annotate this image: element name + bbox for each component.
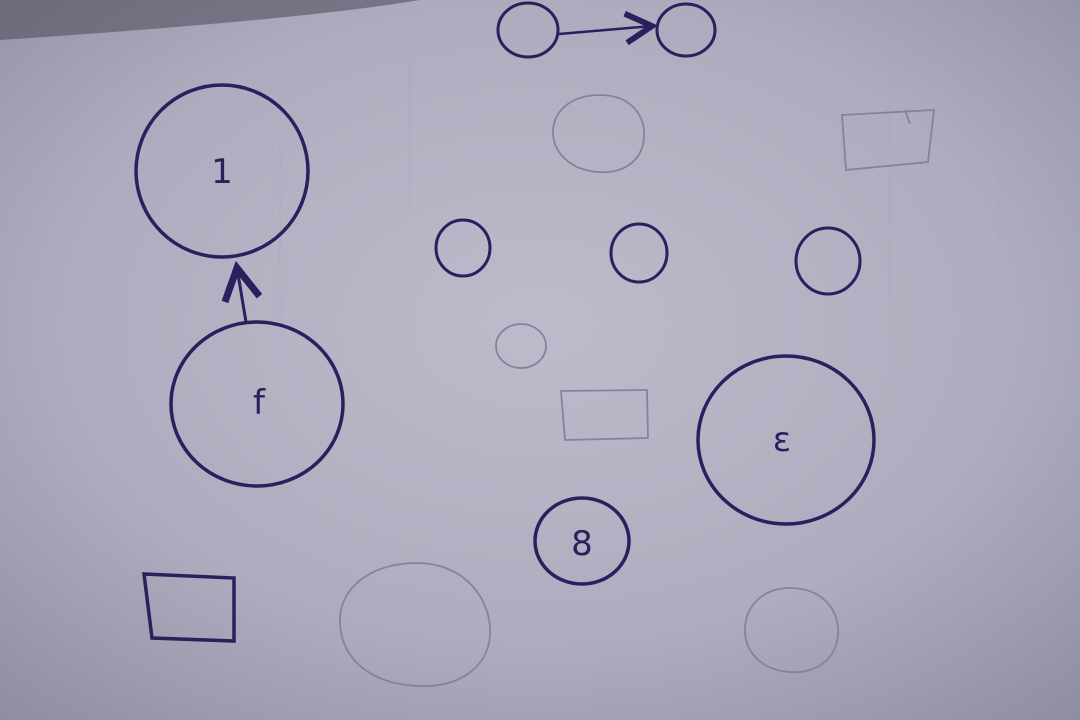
- paper-shadow: [0, 0, 420, 40]
- rectangle-bottom-left: [142, 572, 236, 643]
- node-8-label: 8: [571, 524, 593, 564]
- node-3-circle: [696, 354, 876, 526]
- pencil-rectangle-top-right: [841, 109, 936, 171]
- node-f-circle: [169, 320, 345, 488]
- show-through-lines: [279, 60, 1001, 340]
- pencil-shapes: [339, 94, 936, 687]
- node-1-circle: [134, 83, 310, 259]
- small-circle-left: [434, 218, 492, 278]
- node-1-label: 1: [211, 152, 233, 192]
- edge-f-to-1: [237, 268, 246, 323]
- example-arrow: [558, 26, 652, 34]
- node-1: 1: [134, 83, 310, 259]
- small-circle-right: [794, 226, 862, 296]
- node-f-label: f: [253, 383, 266, 423]
- pencil-rectangle-center: [560, 389, 649, 441]
- node-8: 8: [533, 496, 631, 586]
- example-edge: [496, 1, 717, 59]
- example-source-circle: [496, 1, 560, 59]
- pencil-blob-bottom: [339, 562, 491, 687]
- small-circle-middle: [609, 222, 669, 284]
- node-3-label: ε: [773, 420, 791, 460]
- node-3: ε: [696, 354, 876, 526]
- pencil-circle-bottom-right: [744, 587, 839, 673]
- pencil-small-circle: [495, 323, 547, 369]
- pencil-blob-top: [552, 94, 645, 174]
- node-8-circle: [533, 496, 631, 586]
- node-f: f: [169, 320, 345, 488]
